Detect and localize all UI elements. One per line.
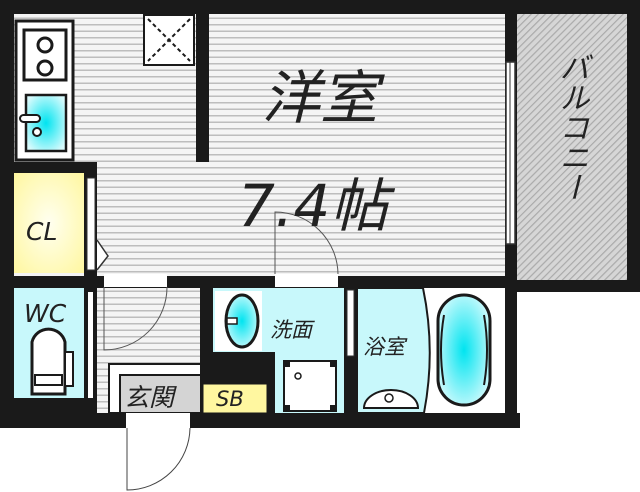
wall xyxy=(196,14,209,162)
entrance xyxy=(119,374,202,414)
bathtub-icon xyxy=(436,293,492,407)
western-room-size: 7.4帖 xyxy=(238,172,395,240)
balcony-label: バルコニー xyxy=(554,52,589,202)
bathroom-label: 浴室 xyxy=(363,335,408,359)
wall xyxy=(14,276,505,288)
door-swing xyxy=(274,211,339,275)
toilet-label: WC xyxy=(24,299,67,328)
wash-basin-icon xyxy=(224,293,260,349)
washroom-label: 洗面 xyxy=(270,318,315,342)
closet xyxy=(14,173,84,273)
balcony-area xyxy=(515,14,627,280)
closet-label: CL xyxy=(26,217,57,246)
wall xyxy=(0,0,14,428)
door-swing xyxy=(103,286,168,351)
wall xyxy=(0,413,520,428)
front-door-swing[interactable] xyxy=(126,427,191,491)
entrance-label: 玄関 xyxy=(124,383,177,412)
wall xyxy=(0,0,515,14)
room-floor xyxy=(14,14,514,284)
shoe-box xyxy=(202,383,268,414)
shoe-box-label: SB xyxy=(216,387,244,411)
western-room-name: 洋室 xyxy=(262,64,385,132)
washer-space-icon xyxy=(283,360,337,412)
